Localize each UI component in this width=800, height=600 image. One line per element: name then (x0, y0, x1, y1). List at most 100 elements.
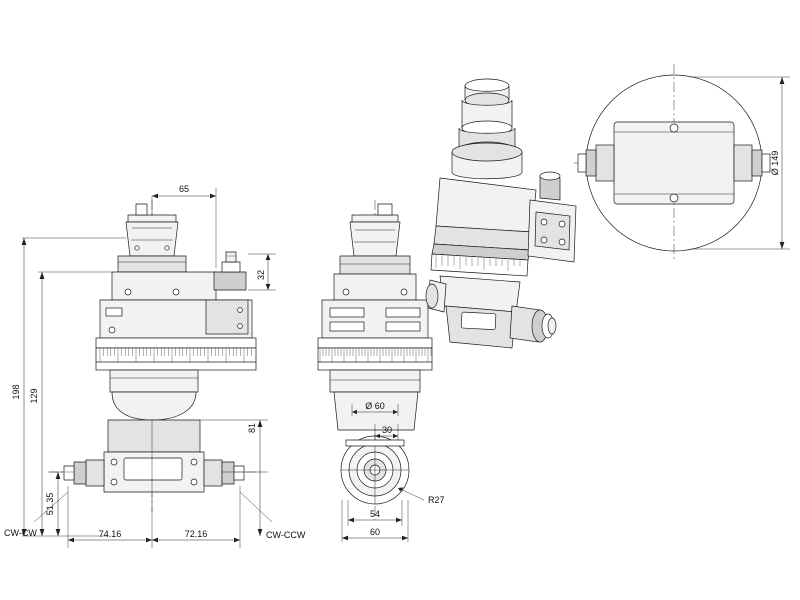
top-spindle-right-nose (761, 153, 771, 173)
front-shank-taper (125, 221, 179, 257)
iso-coolant-cap (539, 171, 561, 181)
front-upper-body (111, 271, 217, 301)
front-scale-ticks (99, 348, 252, 362)
side-bolt-b (400, 288, 408, 296)
front-side-plate-bolt-2 (237, 323, 243, 329)
front-lower-bolt-3 (190, 458, 198, 466)
iso-scale-band (430, 253, 529, 277)
arrow-65-b (210, 193, 216, 199)
arrow-phi149-a (779, 77, 785, 84)
arrow-5135-b (55, 529, 61, 536)
side-slot-4 (385, 321, 421, 332)
arrow-32-b (265, 284, 271, 290)
dim-54-text: 54 (370, 509, 380, 519)
arrow-30-b (393, 433, 398, 439)
top-bolt-bottom (669, 193, 679, 203)
top-spindle-left-nose (577, 153, 587, 173)
side-shank-taper (349, 221, 401, 257)
front-dimensions: 65 32 198 129 51.3 (4, 184, 306, 548)
front-head-body (107, 419, 201, 453)
side-slot-2 (385, 307, 421, 318)
leader-cw-ccw (239, 491, 273, 523)
side-dimensions: Ø 60 30 R27 54 60 (341, 401, 445, 542)
arrow-30-a (375, 433, 380, 439)
iso-left-cap (425, 283, 439, 309)
top-circular-view: Ø 149 (574, 64, 790, 262)
top-spindle-left-body (595, 144, 615, 182)
side-shank-nub (377, 203, 393, 216)
front-neck (109, 369, 199, 393)
front-view (48, 200, 262, 512)
front-spindle-left-nose (63, 465, 75, 481)
front-side-plate-bolt-1 (237, 307, 243, 313)
dim-phi60-text: Ø 60 (365, 401, 385, 411)
arrow-7416-a (68, 537, 74, 543)
arrow-81-b (257, 529, 263, 536)
front-shank-hole-left (134, 245, 140, 251)
dim-r27-text: R27 (428, 495, 445, 505)
arrow-7216-a (152, 537, 158, 543)
iso-right-plate (534, 211, 571, 251)
dim-phi149-text: Ø 149 (770, 151, 780, 176)
front-lower-bolt-1 (110, 458, 118, 466)
arrow-phi60-b (393, 409, 398, 415)
arrow-7216-b (234, 537, 240, 543)
arrow-129-b (39, 529, 45, 536)
front-shank-nub (135, 203, 148, 216)
dim-129-text: 129 (29, 388, 39, 403)
arrow-198-a (21, 238, 27, 245)
iso-right-bolt-4 (558, 238, 566, 246)
front-housing-bolt-1 (108, 326, 116, 334)
front-spindle-right-nose (233, 465, 245, 481)
front-bolt-b (172, 288, 180, 296)
iso-right-bolt-2 (558, 220, 566, 228)
front-scale-band-upper (95, 337, 257, 349)
dim-81-text: 81 (247, 423, 257, 433)
front-window (123, 457, 183, 481)
front-bolt-a (124, 288, 132, 296)
label-cw-ccw: CW-CCW (266, 530, 306, 540)
top-spindle-right-body (733, 144, 753, 182)
front-spindle-right-body (203, 459, 223, 487)
front-housing-slot-left (105, 307, 123, 317)
arrow-32-a (265, 254, 271, 260)
top-spindle-right-collar (751, 149, 763, 177)
iso-body-top (435, 177, 537, 233)
arrow-198-b (21, 529, 27, 536)
iso-flange-ellipse (451, 142, 523, 162)
iso-scale-ticks (435, 255, 521, 271)
front-lower-bolt-2 (110, 478, 118, 486)
iso-right-bolt-3 (540, 236, 548, 244)
arrow-60-b (402, 535, 408, 541)
side-scale-ticks (319, 348, 432, 362)
arrow-65-a (152, 193, 158, 199)
side-scale-band-upper (317, 337, 433, 349)
top-spindle-left-collar (585, 149, 597, 177)
side-housing (321, 299, 429, 339)
label-cw-cw: CW-CW (4, 528, 37, 538)
dim-60-text: 60 (370, 527, 380, 537)
iso-head-window (460, 311, 497, 331)
dim-30-text: 30 (382, 425, 392, 435)
front-lower-bolt-4 (190, 478, 198, 486)
front-shank-cap (127, 214, 177, 223)
arrow-81-a (257, 420, 263, 427)
dim-65-text: 65 (179, 184, 189, 194)
isometric-view (425, 78, 577, 349)
front-shank-hole-right (164, 245, 170, 251)
arrow-phi60-a (352, 409, 357, 415)
iso-spindle-bore (547, 317, 557, 335)
side-view (317, 200, 433, 520)
front-scale-band (95, 347, 257, 371)
front-coolant-cap (221, 261, 241, 273)
arrow-129-a (39, 272, 45, 279)
side-neck (329, 369, 421, 393)
side-slot-1 (329, 307, 365, 318)
top-bolt-top (669, 123, 679, 133)
arrow-7416-b (146, 537, 152, 543)
dim-198-text: 198 (11, 384, 21, 399)
front-side-plate (205, 299, 249, 335)
front-coolant-boss (213, 271, 247, 291)
